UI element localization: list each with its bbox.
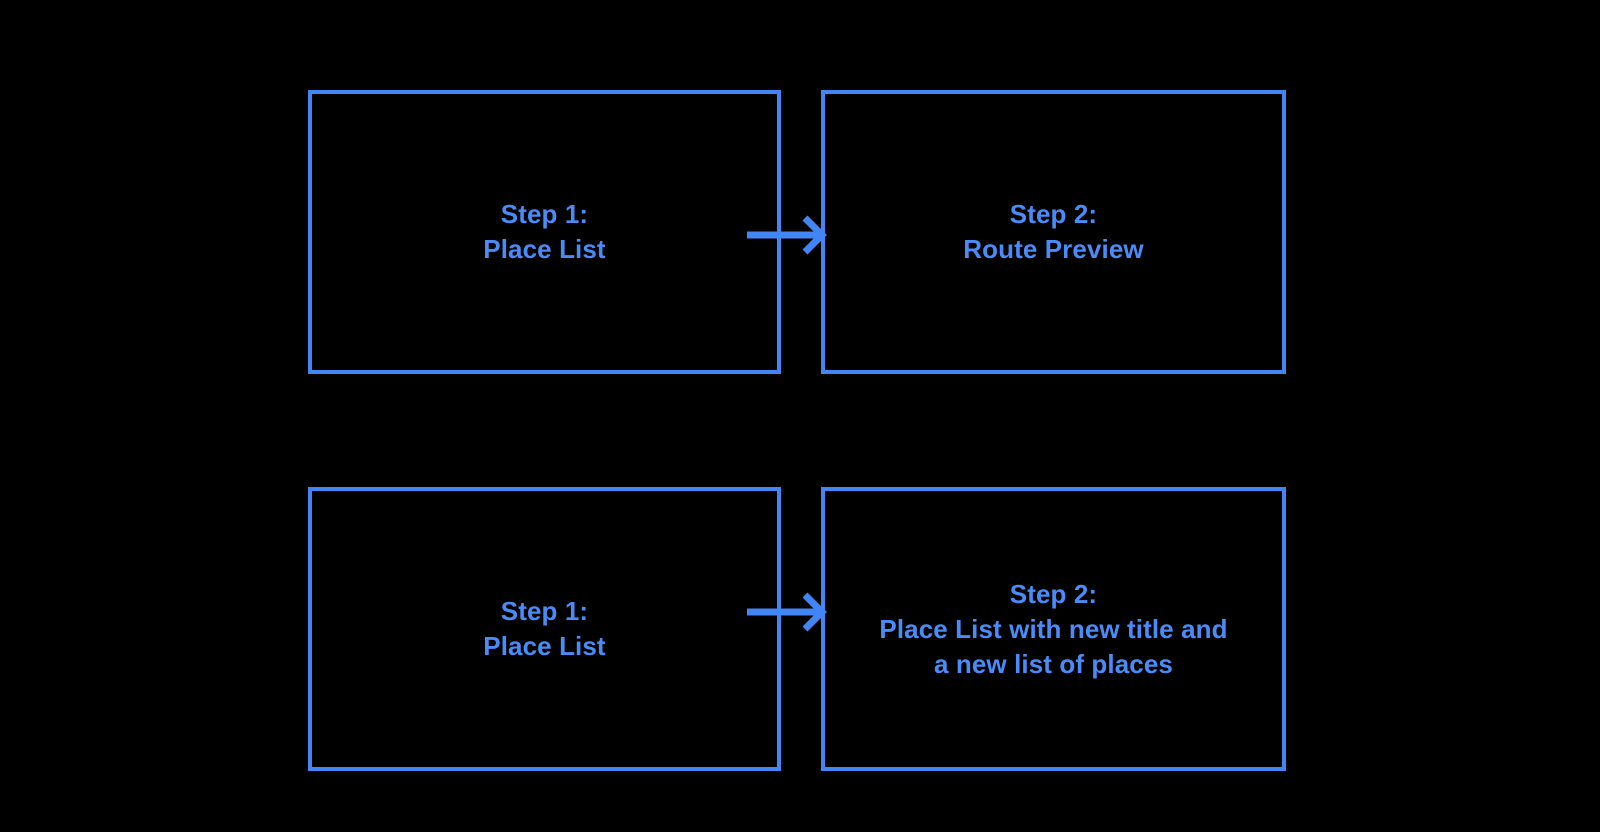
step-box-top-route-preview[interactable]: Step 2: Route Preview — [821, 90, 1286, 374]
step-box-bottom-place-list[interactable]: Step 1: Place List — [308, 487, 781, 771]
flow-row-bottom: Step 1: Place List Step 2: Place List wi… — [0, 482, 1600, 782]
step-box-label: Step 1: Place List — [483, 596, 606, 661]
step-box-label: Step 2: Place List with new title and a … — [879, 578, 1228, 679]
step-box-label: Step 1: Place List — [483, 199, 606, 264]
step-box-top-place-list[interactable]: Step 1: Place List — [308, 90, 781, 374]
step-box-label: Step 2: Route Preview — [963, 199, 1144, 264]
step-box-bottom-new-place-list[interactable]: Step 2: Place List with new title and a … — [821, 487, 1286, 771]
flow-row-top: Step 1: Place List Step 2: Route Preview — [0, 85, 1600, 385]
